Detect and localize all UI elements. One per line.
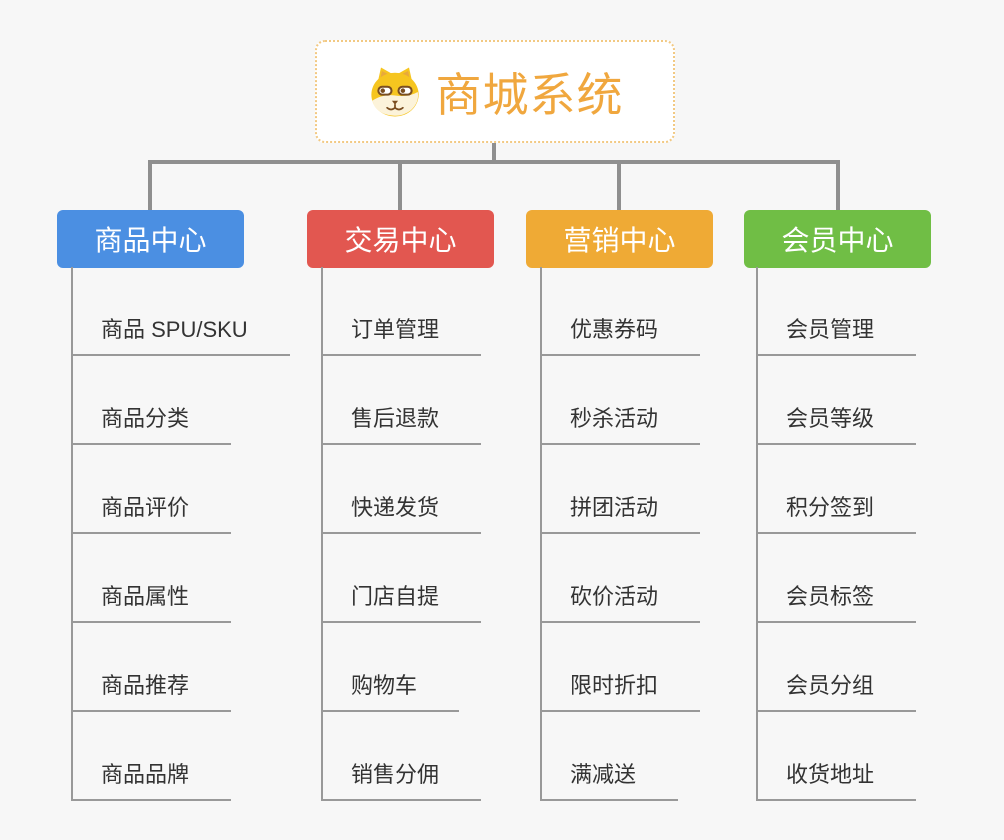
leaf-node[interactable]: 门店自提 bbox=[323, 579, 482, 623]
leaf-row: 门店自提 bbox=[323, 534, 482, 623]
leaf-column-1: 商品 SPU/SKU 商品分类商品评价商品属性商品推荐商品品牌 bbox=[71, 267, 290, 801]
branch-node-4[interactable]: 会员中心 bbox=[744, 210, 931, 268]
leaf-column-3: 优惠券码秒杀活动拼团活动砍价活动限时折扣满减送 bbox=[540, 267, 701, 801]
leaf-row: 售后退款 bbox=[323, 356, 482, 445]
connector-stub-branch-3 bbox=[617, 164, 621, 210]
leaf-row: 收货地址 bbox=[758, 712, 917, 801]
leaf-node[interactable]: 购物车 bbox=[323, 668, 460, 712]
leaf-row: 商品评价 bbox=[73, 445, 290, 534]
leaf-column-2: 订单管理售后退款快递发货门店自提购物车销售分佣 bbox=[321, 267, 482, 801]
leaf-row: 商品品牌 bbox=[73, 712, 290, 801]
dog-face-icon bbox=[367, 64, 423, 120]
connector-horizontal-rail bbox=[148, 160, 840, 164]
root-node-title: 商城系统 bbox=[435, 68, 624, 121]
leaf-node[interactable]: 销售分佣 bbox=[323, 757, 482, 801]
leaf-row: 会员分组 bbox=[758, 623, 917, 712]
branch-label: 交易中心 bbox=[344, 225, 457, 256]
leaf-row: 满减送 bbox=[542, 712, 700, 801]
leaf-node[interactable]: 商品 SPU/SKU bbox=[73, 312, 290, 356]
root-node-mall-system[interactable]: 商城系统 bbox=[315, 40, 675, 143]
leaf-row: 砍价活动 bbox=[542, 534, 701, 623]
leaf-row: 限时折扣 bbox=[542, 623, 701, 712]
leaf-node[interactable]: 商品评价 bbox=[73, 490, 232, 534]
leaf-node[interactable]: 商品推荐 bbox=[73, 668, 232, 712]
leaf-row: 积分签到 bbox=[758, 445, 917, 534]
leaf-row: 会员管理 bbox=[758, 267, 917, 356]
branch-node-2[interactable]: 交易中心 bbox=[307, 210, 494, 268]
branch-label: 营销中心 bbox=[563, 225, 676, 256]
branch-label: 商品中心 bbox=[94, 225, 207, 256]
branch-node-3[interactable]: 营销中心 bbox=[526, 210, 713, 268]
leaf-row: 拼团活动 bbox=[542, 445, 701, 534]
leaf-row: 会员等级 bbox=[758, 356, 917, 445]
leaf-row: 秒杀活动 bbox=[542, 356, 701, 445]
connector-root-vertical bbox=[492, 143, 496, 162]
leaf-node[interactable]: 满减送 bbox=[542, 757, 679, 801]
leaf-row: 优惠券码 bbox=[542, 267, 701, 356]
leaf-node[interactable]: 快递发货 bbox=[323, 490, 482, 534]
leaf-node[interactable]: 砍价活动 bbox=[542, 579, 701, 623]
leaf-node[interactable]: 拼团活动 bbox=[542, 490, 701, 534]
leaf-node[interactable]: 商品分类 bbox=[73, 401, 232, 445]
leaf-row: 商品属性 bbox=[73, 534, 290, 623]
leaf-row: 购物车 bbox=[323, 623, 481, 712]
leaf-node[interactable]: 会员等级 bbox=[758, 401, 917, 445]
leaf-row: 订单管理 bbox=[323, 267, 482, 356]
leaf-node[interactable]: 售后退款 bbox=[323, 401, 482, 445]
leaf-node[interactable]: 会员管理 bbox=[758, 312, 917, 356]
leaf-node[interactable]: 商品品牌 bbox=[73, 757, 232, 801]
leaf-node[interactable]: 限时折扣 bbox=[542, 668, 701, 712]
leaf-node[interactable]: 商品属性 bbox=[73, 579, 232, 623]
leaf-row: 商品推荐 bbox=[73, 623, 290, 712]
leaf-row: 商品分类 bbox=[73, 356, 290, 445]
leaf-row: 商品 SPU/SKU bbox=[73, 267, 290, 356]
leaf-node[interactable]: 积分签到 bbox=[758, 490, 917, 534]
leaf-node[interactable]: 会员分组 bbox=[758, 668, 917, 712]
leaf-column-4: 会员管理会员等级积分签到会员标签会员分组收货地址 bbox=[756, 267, 917, 801]
connector-stub-branch-1 bbox=[148, 160, 152, 210]
leaf-node[interactable]: 会员标签 bbox=[758, 579, 917, 623]
leaf-row: 销售分佣 bbox=[323, 712, 482, 801]
leaf-node[interactable]: 优惠券码 bbox=[542, 312, 701, 356]
leaf-node[interactable]: 订单管理 bbox=[323, 312, 482, 356]
leaf-node[interactable]: 收货地址 bbox=[758, 757, 917, 801]
branch-label: 会员中心 bbox=[781, 225, 894, 256]
branch-node-1[interactable]: 商品中心 bbox=[57, 210, 244, 268]
leaf-row: 会员标签 bbox=[758, 534, 917, 623]
connector-stub-branch-4 bbox=[836, 160, 840, 210]
leaf-node[interactable]: 秒杀活动 bbox=[542, 401, 701, 445]
leaf-row: 快递发货 bbox=[323, 445, 482, 534]
connector-stub-branch-2 bbox=[398, 164, 402, 210]
